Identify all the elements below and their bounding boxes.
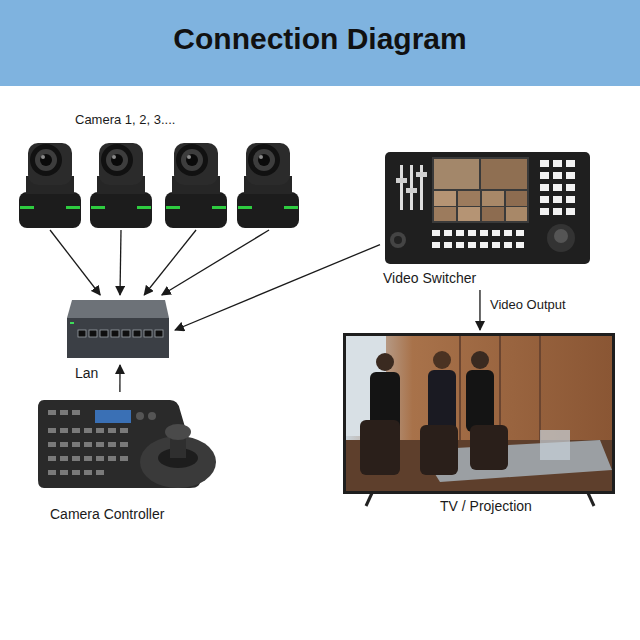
ptz-controller (38, 400, 216, 488)
device-label: Camera Controller (50, 506, 164, 522)
device-node: Lan (65, 295, 175, 365)
connector-arrow (175, 245, 380, 330)
connector-arrow (144, 230, 196, 295)
device-node: Video Switcher (380, 148, 595, 290)
connector-arrow (119, 230, 121, 295)
device-label: TV / Projection (440, 498, 532, 514)
tv-screen (343, 333, 615, 506)
device-node: Camera Controller (36, 392, 220, 524)
connector-arrow (162, 230, 269, 295)
device-node: TV / Projection (340, 330, 620, 516)
connector-arrow (479, 290, 480, 330)
video-switcher (385, 152, 590, 264)
ptz-camera (165, 143, 227, 228)
device-node: Camera 1, 2, 3.... (15, 112, 307, 230)
connector-arrow (50, 230, 100, 295)
network-switch (67, 300, 169, 358)
diagram-title: Connection Diagram (0, 22, 640, 56)
device-label: Video Switcher (383, 270, 476, 286)
ptz-camera (90, 143, 152, 228)
ptz-camera (19, 143, 81, 228)
ptz-camera (237, 143, 299, 228)
connector-arrow (119, 365, 120, 392)
edge-label: Video Output (490, 297, 566, 312)
device-label: Lan (75, 365, 98, 381)
device-label: Camera 1, 2, 3.... (75, 112, 175, 127)
